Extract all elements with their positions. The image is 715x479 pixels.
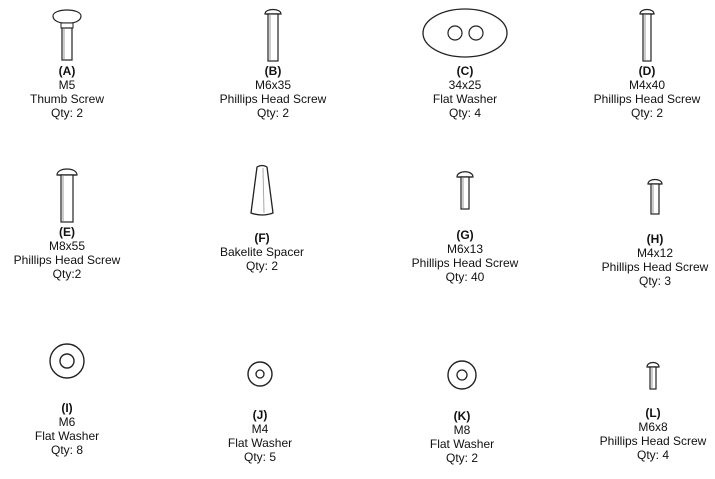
part-size: M8x55	[48, 239, 86, 253]
part-qty: Qty: 40	[445, 270, 485, 284]
part-size: M8	[453, 423, 471, 437]
part-letter: (H)	[646, 232, 664, 246]
oval-flat-washer-icon	[422, 8, 508, 58]
part-h: (H) M4x12 Phillips Head Screw Qty: 3	[575, 176, 715, 288]
part-letter: (F)	[254, 231, 270, 245]
part-qty: Qty: 8	[50, 443, 83, 457]
flat-washer-icon	[447, 360, 477, 390]
part-letter: (G)	[456, 228, 474, 242]
part-size: M6x13	[446, 242, 484, 256]
part-d: (D) M4x40 Phillips Head Screw Qty: 2	[567, 6, 715, 120]
part-qty: Qty:2	[52, 267, 82, 281]
part-name: Phillips Head Screw	[601, 260, 709, 274]
phillips-head-screw-icon	[56, 168, 78, 223]
part-letter: (C)	[456, 64, 474, 78]
part-qty: Qty: 2	[445, 451, 478, 465]
phillips-head-screw-icon	[646, 361, 660, 390]
part-name: Thumb Screw	[29, 92, 105, 106]
flat-washer-icon	[247, 361, 273, 387]
part-name: Bakelite Spacer	[219, 245, 305, 259]
part-name: Phillips Head Screw	[13, 253, 121, 267]
part-i: (I) M6 Flat Washer Qty: 8	[0, 341, 147, 457]
part-name: Flat Washer	[227, 436, 293, 450]
part-name: Phillips Head Screw	[219, 92, 327, 106]
part-name: Phillips Head Screw	[411, 256, 519, 270]
part-name: Phillips Head Screw	[593, 92, 701, 106]
part-size: M6x35	[254, 78, 292, 92]
part-qty: Qty: 2	[245, 259, 278, 273]
part-letter: (D)	[638, 64, 656, 78]
phillips-head-screw-icon	[264, 8, 282, 62]
phillips-head-screw-icon	[647, 178, 663, 215]
part-letter: (A)	[58, 64, 76, 78]
part-qty: Qty: 5	[243, 450, 276, 464]
part-size: M4x40	[628, 78, 666, 92]
part-c: (C) 34x25 Flat Washer Qty: 4	[385, 6, 545, 120]
part-letter: (B)	[264, 64, 282, 78]
part-size: M4x12	[636, 246, 674, 260]
part-name: Flat Washer	[432, 92, 498, 106]
part-qty: Qty: 2	[630, 106, 663, 120]
part-size: M6	[58, 415, 76, 429]
part-qty: Qty: 3	[638, 274, 671, 288]
part-size: M4	[251, 422, 269, 436]
part-l: (L) M6x8 Phillips Head Screw Qty: 4	[573, 359, 715, 462]
phillips-head-screw-icon	[456, 171, 474, 210]
part-qty: Qty: 2	[50, 106, 83, 120]
part-letter: (J)	[252, 408, 268, 422]
part-size: M6x8	[638, 420, 668, 434]
part-name: Flat Washer	[429, 437, 495, 451]
part-g: (G) M6x13 Phillips Head Screw Qty: 40	[385, 168, 545, 284]
spacer-icon	[250, 164, 274, 216]
flat-washer-icon	[49, 343, 85, 379]
thumb-screw-icon	[52, 9, 82, 61]
phillips-head-screw-icon	[639, 8, 655, 62]
part-f: (F) Bakelite Spacer Qty: 2	[182, 163, 342, 273]
part-qty: Qty: 4	[636, 448, 669, 462]
part-a: (A) M5 Thumb Screw Qty: 2	[0, 6, 147, 120]
part-name: Flat Washer	[34, 429, 100, 443]
part-size: 34x25	[448, 78, 482, 92]
part-letter: (L)	[645, 406, 661, 420]
part-j: (J) M4 Flat Washer Qty: 5	[180, 359, 340, 464]
part-qty: Qty: 4	[448, 106, 481, 120]
part-letter: (E)	[59, 225, 75, 239]
part-letter: (I)	[61, 401, 73, 415]
part-b: (B) M6x35 Phillips Head Screw Qty: 2	[193, 6, 353, 120]
part-name: Phillips Head Screw	[599, 434, 707, 448]
part-e: (E) M8x55 Phillips Head Screw Qty:2	[0, 165, 147, 281]
part-k: (K) M8 Flat Washer Qty: 2	[382, 357, 542, 465]
part-size: M5	[58, 78, 76, 92]
part-qty: Qty: 2	[256, 106, 289, 120]
part-letter: (K)	[453, 409, 471, 423]
